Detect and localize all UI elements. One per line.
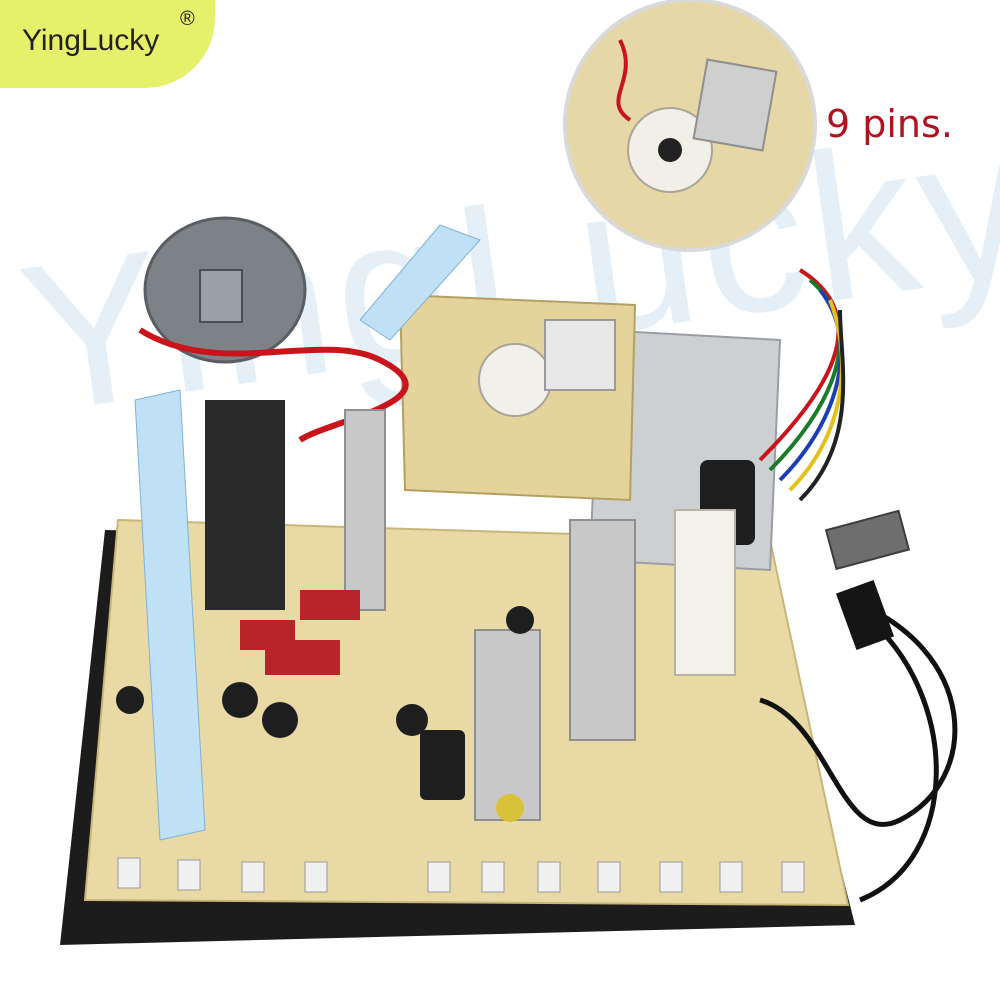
film-capacitor [300,590,360,620]
wire-harness [758,268,846,502]
registered-mark: ® [180,8,195,30]
heatsink-right [569,519,636,741]
power-plug-icon [835,579,895,651]
brand-logo-text: YingLucky [22,24,160,57]
crt-socket-icon [478,343,552,417]
pin-count-callout: 9 pins. [826,102,953,146]
potentiometer-row [117,857,805,893]
brand-logo-badge: YingLucky ® [0,0,215,88]
main-pcb [83,518,850,907]
ceramic-resistor [674,509,736,676]
ribbon-cable-icon [134,389,206,841]
flyback-transformer-icon [205,400,285,610]
filter-capacitor [420,730,465,800]
heatsink-left [344,409,386,611]
ribbon-cable-top [359,224,481,341]
power-cord [759,597,958,827]
heatsink-center [474,629,541,821]
harness-connector [824,509,911,571]
